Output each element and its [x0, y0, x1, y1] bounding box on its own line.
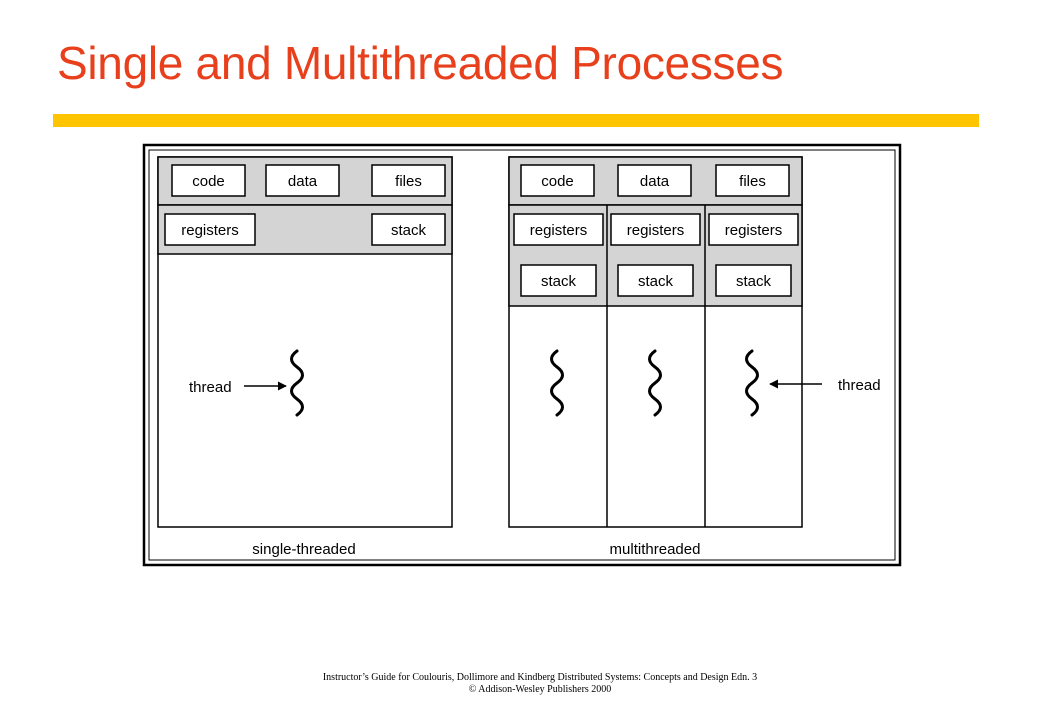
multi-thread-squiggle-icon-2 [648, 349, 662, 417]
single-stack-box [371, 213, 446, 246]
footer: Instructor’s Guide for Coulouris, Dollim… [0, 672, 1040, 696]
footer-copyright: © Addison-Wesley Publishers 2000 [468, 684, 612, 695]
multi-stack-box-1 [520, 264, 597, 297]
multi-files-label: files [739, 173, 766, 190]
single-registers-label: registers [181, 222, 239, 239]
single-data-label: data [288, 173, 318, 190]
single-thread-label: thread [189, 379, 232, 396]
multi-registers-box-3 [708, 213, 799, 246]
single-threaded-process: code data files registers stack thread s… [157, 156, 453, 558]
multi-thread-squiggle-icon-1 [550, 349, 564, 417]
single-data-box [265, 164, 340, 197]
single-registers-box [164, 213, 256, 246]
multi-files-box [715, 164, 790, 197]
multi-thread-label: thread [838, 377, 881, 394]
single-files-box [371, 164, 446, 197]
footer-citation: Instructor’s Guide for Coulouris, Dollim… [322, 672, 758, 683]
multithreaded-process: code data files registers stack register… [508, 156, 881, 558]
single-code-label: code [192, 173, 225, 190]
multi-registers-box-2 [610, 213, 701, 246]
single-threaded-caption: single-threaded [252, 541, 355, 558]
multi-registers-label-2: registers [627, 222, 685, 239]
multi-thread-squiggle-icon-3 [745, 349, 759, 417]
multi-data-label: data [640, 173, 670, 190]
diagram-inner-frame [148, 149, 896, 561]
page-title: Single and Multithreaded Processes [57, 37, 784, 89]
multi-stack-box-2 [617, 264, 694, 297]
multi-stack-label-1: stack [541, 273, 577, 290]
single-code-box [171, 164, 246, 197]
multi-code-box [520, 164, 595, 197]
multi-stack-box-3 [715, 264, 792, 297]
single-thread-squiggle-icon [290, 349, 304, 417]
multi-registers-box-1 [513, 213, 604, 246]
multi-code-label: code [541, 173, 574, 190]
title-underline-bar [53, 114, 979, 127]
multi-stack-label-3: stack [736, 273, 772, 290]
single-stack-label: stack [391, 222, 427, 239]
single-files-label: files [395, 173, 422, 190]
multi-registers-label-3: registers [725, 222, 783, 239]
multi-stack-label-2: stack [638, 273, 674, 290]
multithreaded-caption: multithreaded [610, 541, 701, 558]
multi-registers-label-1: registers [530, 222, 588, 239]
multi-data-box [617, 164, 692, 197]
